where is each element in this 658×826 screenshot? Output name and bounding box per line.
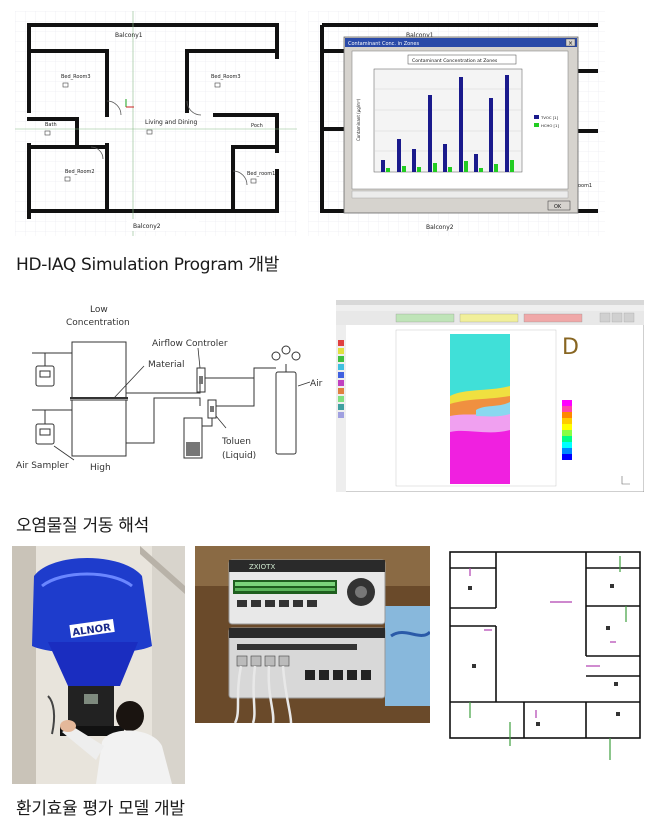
plan1-bed-room2: Bed_Room2 bbox=[65, 169, 95, 175]
label-concentration: Concentration bbox=[66, 318, 130, 328]
cfd-screenshot-panel: D bbox=[336, 300, 644, 492]
sim-legend-hcho: HCHO [1] bbox=[541, 123, 559, 128]
ventilation-layout-drawing bbox=[440, 546, 650, 766]
floor-plan-drawing: Balcony1 Bed_Room3 Bed_Room3 Living and … bbox=[15, 11, 297, 236]
simulation-window-drawing: Balcony1 Balcony2 room1 Contaminant Conc… bbox=[308, 11, 605, 236]
sim-chart-tvoc-bars bbox=[381, 75, 509, 172]
sim-dialog: Contaminant Conc. in Zones × Contaminant… bbox=[343, 36, 579, 214]
label-high: High bbox=[90, 463, 111, 473]
plan1-balcony1: Balcony1 bbox=[115, 32, 143, 39]
label-toluen: Toluen bbox=[221, 437, 251, 447]
plan1-porch: Poch bbox=[251, 123, 263, 129]
sim-chart-title: Contaminant Concentration at Zones bbox=[412, 58, 498, 64]
label-air-sampler: Air Sampler bbox=[16, 461, 69, 471]
flow-hood-drawing: ALNOR bbox=[12, 546, 185, 784]
sim-ok-button[interactable] bbox=[547, 200, 571, 211]
sim-dialog-title: Contaminant Conc. in Zones bbox=[348, 41, 419, 47]
apparatus-diagram: Low Concentration Airflow Controler Mate… bbox=[16, 305, 323, 473]
sim-floor-balcony1: Balcony1 bbox=[406, 32, 434, 39]
tracer-gas-device-photo: ZXIOTX bbox=[195, 546, 430, 723]
flow-hood-photo: ALNOR bbox=[12, 546, 185, 784]
sim-floor-room: room1 bbox=[576, 183, 592, 189]
plan1-bath: Bath bbox=[45, 122, 57, 128]
label-air: Air bbox=[310, 379, 323, 389]
dialog-close-icon[interactable] bbox=[565, 38, 576, 47]
cfd-window-drawing: D bbox=[336, 300, 644, 492]
label-airflow-controller: Airflow Controler bbox=[152, 339, 228, 349]
caption-ventilation-model: 환기효율 평가 모델 개발 bbox=[16, 799, 185, 819]
sim-ok-label: OK bbox=[554, 204, 562, 210]
floor-plan-panel: Balcony1 Bed_Room3 Bed_Room3 Living and … bbox=[15, 11, 297, 236]
sim-floor-balcony2: Balcony2 bbox=[426, 224, 454, 231]
plan1-bed-room3-right: Bed_Room3 bbox=[211, 74, 241, 80]
tracer-device-drawing: ZXIOTX bbox=[195, 546, 430, 723]
dialog-close-glyph: × bbox=[568, 40, 573, 47]
sim-chart-ylabel: Contaminant (μg/m³) bbox=[356, 98, 361, 141]
plan1-balcony2: Balcony2 bbox=[133, 223, 161, 230]
caption-pollutant-behavior: 오염물질 거동 해석 bbox=[16, 516, 149, 536]
sim-chart-hcho-bars bbox=[386, 160, 514, 172]
sim-chart-plot bbox=[373, 68, 523, 173]
label-low: Low bbox=[90, 305, 108, 315]
hood-brand-text: ALNOR bbox=[72, 622, 112, 638]
cfd-logo-d: D bbox=[562, 335, 579, 360]
sim-legend-tvoc: TVOC [1] bbox=[540, 115, 559, 120]
plan1-bed-room3-left: Bed_Room3 bbox=[61, 74, 91, 80]
label-material: Material bbox=[148, 360, 185, 370]
device-brand-text: ZXIOTX bbox=[249, 563, 275, 571]
label-liquid: (Liquid) bbox=[222, 451, 256, 461]
caption-simulation-program: HD-IAQ Simulation Program 개발 bbox=[16, 255, 280, 275]
plan1-living: Living and Dining bbox=[145, 119, 198, 126]
simulation-screenshot-panel: Balcony1 Balcony2 room1 Contaminant Conc… bbox=[308, 11, 605, 236]
apparatus-diagram-panel: Low Concentration Airflow Controler Mate… bbox=[14, 298, 334, 480]
plan1-bed-room1: Bed_room1 bbox=[247, 171, 275, 177]
ventilation-layout-panel bbox=[440, 546, 650, 766]
